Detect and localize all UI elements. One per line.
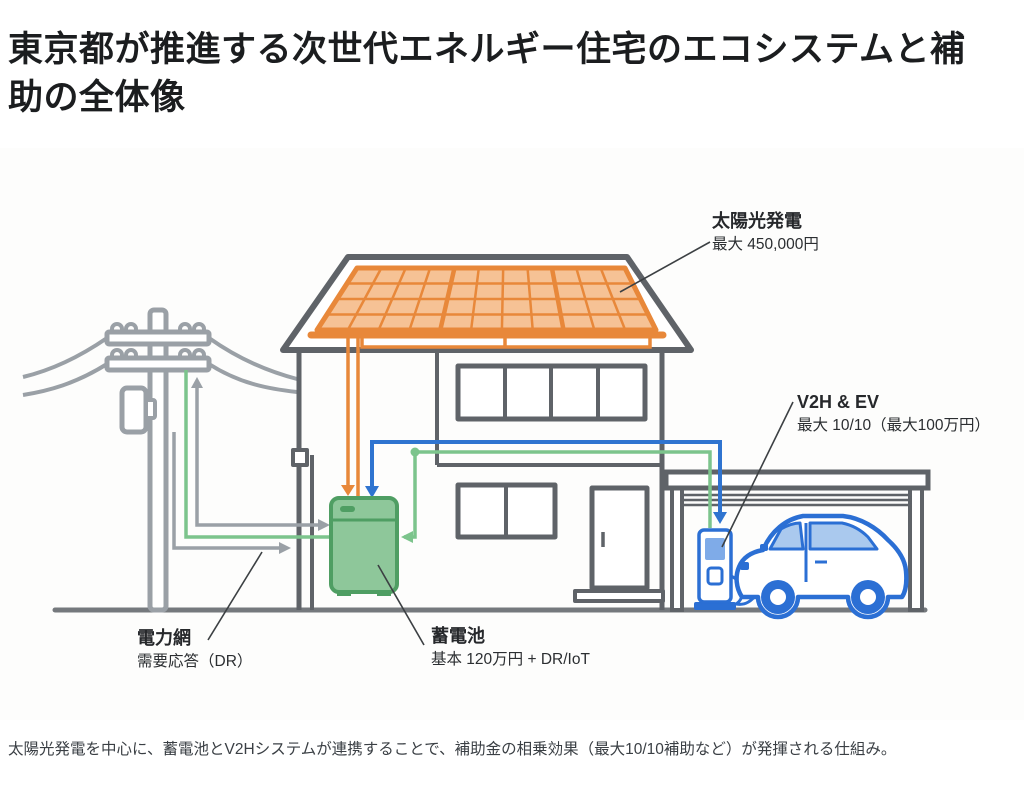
solar-leader-line [619, 241, 711, 293]
car-mirror [760, 544, 768, 551]
solar-cell-line [526, 267, 534, 331]
solar-panel [307, 265, 667, 349]
v2h-leader-line [721, 401, 794, 548]
arrow-down-icon [713, 512, 727, 524]
solar-cell-line [377, 267, 407, 331]
crossarm-lower [104, 355, 212, 373]
transformer-bracket [144, 398, 157, 420]
solar-flows [341, 338, 360, 498]
carport [663, 469, 931, 612]
front-door [589, 485, 650, 591]
transformer [119, 385, 149, 435]
door-step [573, 589, 665, 603]
carport-left-post [670, 486, 684, 612]
ev-car [734, 513, 909, 620]
grid-label-title: 電力網 [137, 628, 191, 648]
green-dr-flows [184, 370, 712, 543]
junction-dot [410, 447, 420, 457]
solar-cell-line [438, 267, 457, 331]
ev-charger [694, 528, 759, 610]
battery-label-subtitle: 基本 120万円 + DR/IoT [431, 650, 590, 668]
leader-lines [207, 241, 794, 646]
arrow-right-icon [279, 542, 291, 554]
carport-roof-slats [682, 493, 912, 507]
diagram-canvas [22, 241, 931, 646]
power-wire [207, 336, 298, 381]
car-front-hub [770, 589, 786, 605]
power-pole [22, 307, 298, 613]
solar-cell-line [346, 267, 383, 331]
car-rear-window [808, 521, 879, 551]
energy-ecosystem-diagram: 太陽光発電 最大 450,000円 V2H & EV 最大 10/10（最大10… [0, 148, 1024, 720]
solar-cell-line [599, 267, 627, 331]
arrow-down-icon [341, 485, 355, 496]
crossarm-upper [104, 329, 212, 347]
battery-body [329, 496, 399, 594]
arrow-up-icon [191, 377, 203, 388]
battery-charger-blue-line [370, 440, 722, 514]
solar-cell-line [549, 267, 566, 331]
charger-base [694, 602, 736, 610]
pole-mast [147, 307, 169, 613]
solar-cell-line [469, 267, 481, 331]
grid-label: 電力網 需要応答（DR） [137, 627, 252, 672]
grid-label-subtitle: 需要応答（DR） [137, 652, 253, 670]
arrow-down-icon [365, 486, 379, 498]
carport-right-post [908, 486, 924, 612]
solar-panel-grid [327, 267, 649, 331]
insulators [110, 322, 206, 358]
v2h-flow [365, 440, 727, 524]
arrow-left-icon [401, 531, 413, 543]
page-caption: 太陽光発電を中心に、蓄電池とV2Hシステムが連携することで、補助金の相乗効果（最… [8, 741, 897, 758]
grid-flows [172, 377, 330, 554]
solar-label: 太陽光発電 最大 450,000円 [712, 210, 819, 255]
solar-label-title: 太陽光発電 [712, 211, 802, 231]
page-title: 東京都が推進する次世代エネルギー住宅のエコシステムと補助の全体像 [8, 30, 966, 118]
charger-connector [706, 566, 724, 586]
car-rear-hub [860, 589, 876, 605]
power-wire [22, 336, 109, 379]
grid-leader-line [207, 551, 263, 641]
v2h-label-title: V2H & EV [797, 392, 880, 412]
power-wire [207, 362, 298, 394]
grid-to-house-flow [172, 432, 280, 550]
electric-meter [291, 448, 309, 467]
carport-roof-beam [663, 469, 931, 491]
battery-leader-line [377, 564, 425, 646]
battery-label-title: 蓄電池 [431, 626, 485, 646]
arrow-right-icon [318, 519, 330, 531]
grid-battery-flow [195, 386, 318, 527]
v2h-label: V2H & EV 最大 10/10（最大100万円） [797, 391, 990, 436]
solar-label-subtitle: 最大 450,000円 [712, 235, 819, 253]
v2h-label-subtitle: 最大 10/10（最大100万円） [797, 416, 990, 434]
solar-cell-line [408, 267, 432, 331]
solar-cell-line [500, 267, 505, 331]
solar-cell-line [575, 267, 596, 331]
window-mullions [503, 366, 600, 419]
battery-vent [340, 506, 355, 512]
car-front-window [768, 521, 805, 551]
charger-screen [705, 538, 725, 560]
pole-to-battery-dr-flow [184, 370, 330, 539]
power-wire [22, 362, 109, 397]
solar-bus-wire [360, 338, 652, 349]
car-charge-port [740, 562, 749, 570]
battery-label: 蓄電池 基本 120万円 + DR/IoT [431, 625, 590, 670]
